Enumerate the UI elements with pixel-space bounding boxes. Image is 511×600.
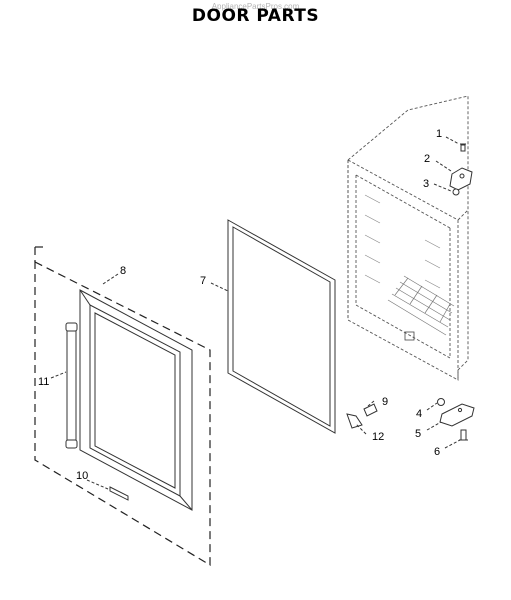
leader-lines [50, 136, 461, 490]
callout-7: 7 [200, 275, 206, 287]
hinge-pin-bottom [459, 429, 468, 441]
door-closer [346, 413, 363, 429]
cabinet-switch [404, 331, 415, 341]
callout-12: 12 [372, 431, 384, 443]
callout-5: 5 [415, 428, 421, 440]
hinge-pin-top [452, 188, 460, 196]
door-handle [65, 322, 78, 449]
door-stop [363, 403, 378, 417]
door-badge [109, 486, 129, 501]
top-hinge-bracket [449, 167, 473, 191]
callout-9: 9 [382, 396, 388, 408]
door-frame [79, 289, 193, 511]
cabinet-side-ribs [364, 194, 441, 289]
callout-2: 2 [424, 153, 430, 165]
callout-3: 3 [423, 178, 429, 190]
cabinet-shelf-rack [387, 275, 455, 336]
hinge-bushing-bottom [437, 398, 445, 406]
bottom-hinge-bracket [439, 403, 475, 427]
callout-4: 4 [416, 408, 422, 420]
callout-8: 8 [120, 265, 126, 277]
door-assembly-bounds [34, 246, 211, 567]
hinge-screw-top [460, 143, 466, 152]
callout-6: 6 [434, 446, 440, 458]
cabinet-outline [347, 95, 469, 381]
callout-1: 1 [436, 128, 442, 140]
callout-11: 11 [38, 376, 49, 388]
callout-10: 10 [76, 470, 88, 482]
watermark: AppliancePartsPros.com [211, 2, 300, 11]
page-title: DOOR PARTS [191, 6, 320, 26]
door-gasket [227, 219, 336, 434]
